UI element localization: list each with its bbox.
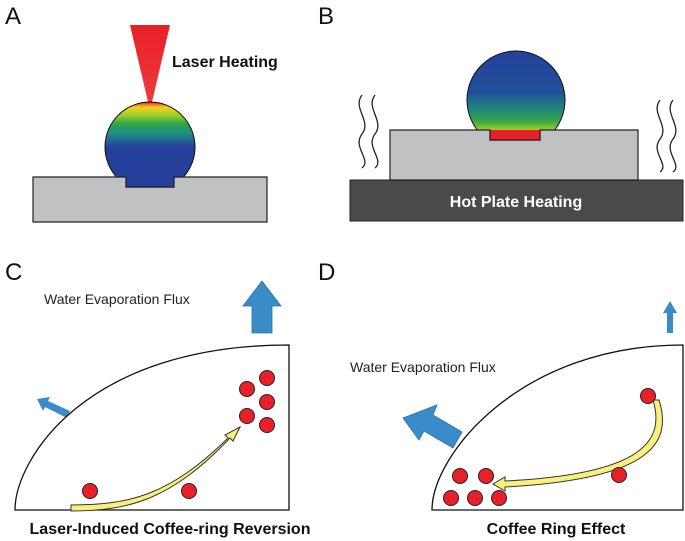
laser-beam (130, 25, 170, 102)
particle (467, 490, 483, 506)
panel-d-flux-label: Water Evaporation Flux (350, 359, 496, 375)
particle (239, 408, 255, 424)
heat-wave-left-2 (371, 94, 379, 169)
laser-heating-label: Laser Heating (172, 54, 278, 71)
panel-b: B Hot Plate Heating (318, 3, 684, 222)
particle (611, 467, 627, 483)
flow-arrow-c (70, 425, 242, 512)
panel-d-caption: Coffee Ring Effect (487, 521, 626, 538)
panel-a: A Laser Heating (5, 3, 278, 223)
panel-c-flux-label: Water Evaporation Flux (44, 291, 190, 307)
particle (82, 483, 98, 499)
particle (452, 468, 468, 484)
panel-c: C Water Evaporation Flux Laser-Induced C… (5, 259, 310, 538)
particle (239, 381, 255, 397)
panel-b-letter: B (318, 3, 334, 30)
flow-arrow-d (492, 399, 663, 492)
panel-d-letter: D (318, 259, 335, 286)
heat-wave-right-1 (656, 99, 664, 173)
small-diagonal-flux-arrow (37, 397, 70, 418)
particle (491, 490, 507, 506)
panel-a-letter: A (5, 3, 21, 30)
heat-wave-left-1 (358, 94, 366, 169)
particle (443, 490, 459, 506)
heated-pocket (490, 130, 540, 140)
droplet-a-pocket (126, 177, 174, 187)
small-up-flux-arrow (663, 301, 677, 333)
particle (259, 394, 275, 410)
large-up-flux-arrow (242, 280, 282, 334)
particle (640, 388, 656, 404)
heat-wave-right-2 (669, 99, 677, 173)
large-diagonal-flux-arrow (402, 404, 463, 449)
particle (259, 370, 275, 386)
particle (259, 417, 275, 433)
panel-c-caption: Laser-Induced Coffee-ring Reversion (30, 521, 311, 538)
droplet-profile-c (14, 344, 290, 511)
particle (478, 468, 494, 484)
panel-d: D Water Evaporation Flux Coffee Ring Eff… (318, 259, 684, 538)
panel-c-letter: C (5, 259, 22, 286)
hot-plate-label: Hot Plate Heating (450, 194, 582, 211)
particle (181, 483, 197, 499)
